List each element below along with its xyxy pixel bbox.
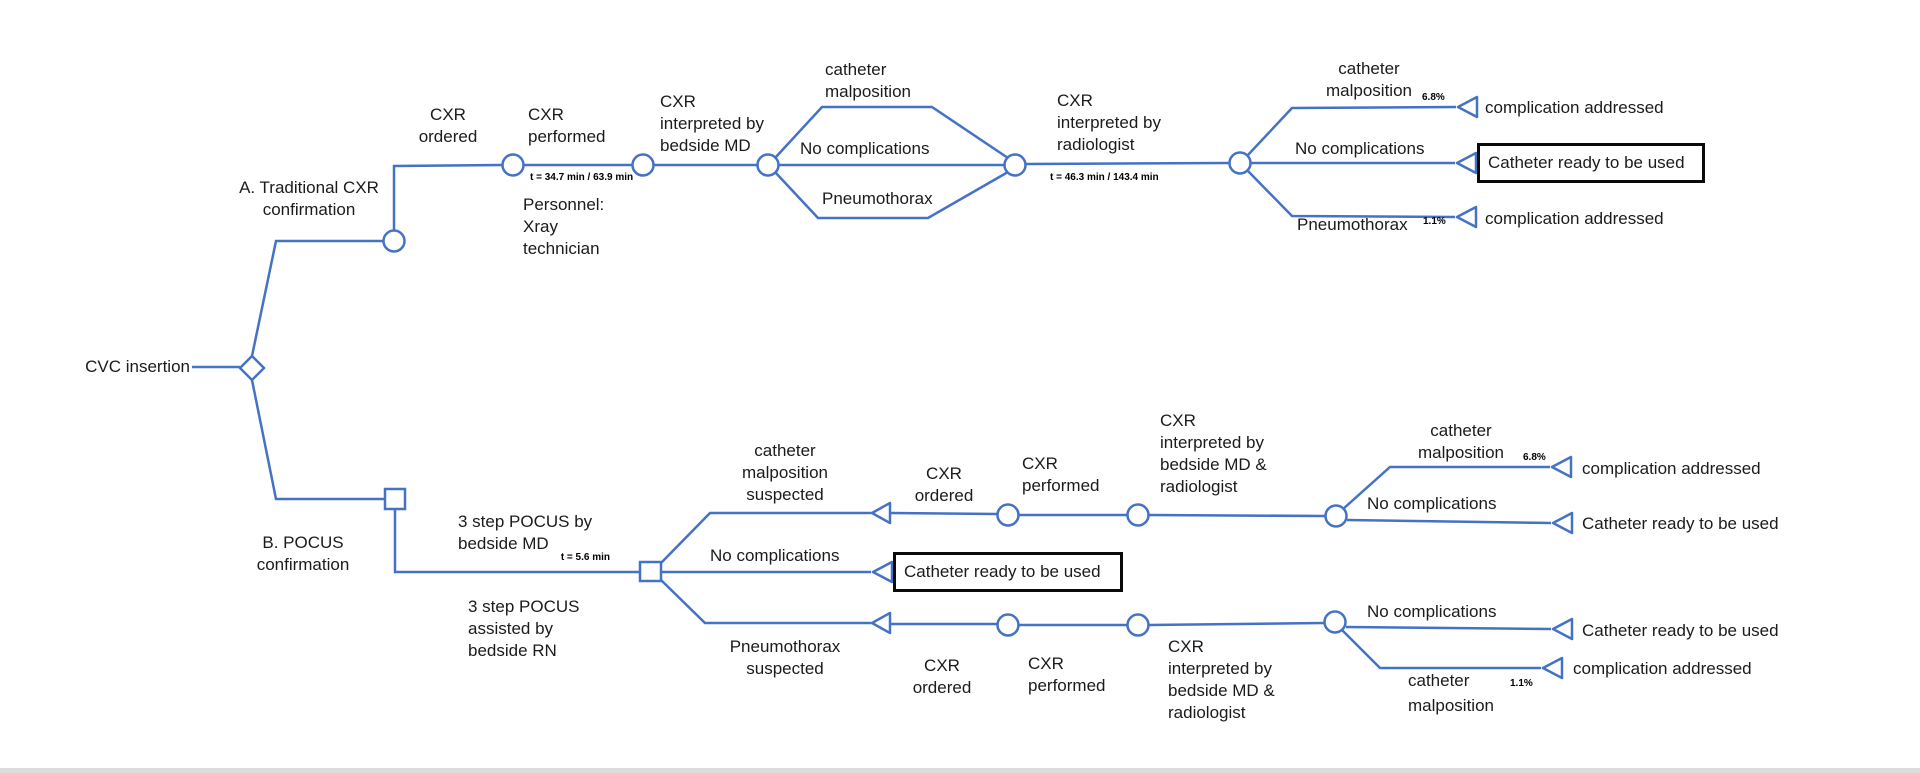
terminal-label-complication-addressed-a1: complication addressed bbox=[1485, 98, 1664, 117]
edge-b-malp11 bbox=[1341, 629, 1541, 670]
edge-a-malposition bbox=[1246, 105, 1457, 157]
label-cxr-ordered-b1: CXR ordered bbox=[914, 464, 974, 505]
label-cxr-performed-b2: CXR performed bbox=[1028, 654, 1106, 695]
edge-b-malp68 bbox=[1342, 465, 1550, 510]
terminal-triangle-a1 bbox=[1456, 95, 1479, 119]
time-annotation-pocus: t = 5.6 min bbox=[560, 552, 610, 563]
label-pneumothorax-a: Pneumothorax bbox=[822, 189, 933, 208]
branch-b-title: B. POCUS confirmation bbox=[256, 533, 350, 574]
label-catheter-malposition-b11: catheter malposition bbox=[1408, 671, 1494, 715]
edge-b-ready1 bbox=[1346, 518, 1552, 525]
terminal-label-complication-addressed-b1: complication addressed bbox=[1582, 459, 1761, 478]
label-interpreted-radiologist: CXR interpreted by radiologist bbox=[1057, 91, 1161, 154]
outcome-box-catheter-ready-b: Catheter ready to be used bbox=[893, 552, 1123, 592]
label-cxr-performed-a: CXR performed bbox=[528, 105, 606, 146]
terminal-triangle-b-malp bbox=[870, 501, 892, 525]
chance-node-cxr-performed bbox=[631, 153, 655, 177]
chance-node-b-ordered2 bbox=[996, 613, 1020, 637]
chance-node-cxr-ordered bbox=[501, 153, 525, 177]
edge-lens-bottom bbox=[774, 170, 1009, 220]
probability-malposition-b2: 1.1% bbox=[1510, 678, 1533, 689]
label-catheter-malposition-a: catheter malposition bbox=[825, 60, 911, 101]
label-pocus-by-rn: 3 step POCUS assisted by bedside RN bbox=[468, 597, 580, 660]
label-pneumothorax-suspected: Pneumothorax suspected bbox=[729, 637, 841, 678]
label-cxr-performed-b1: CXR performed bbox=[1022, 454, 1100, 495]
terminal-label-complication-addressed-b2: complication addressed bbox=[1573, 659, 1752, 678]
label-no-complications-b2: No complications bbox=[1367, 494, 1497, 513]
edge-lens-top bbox=[774, 105, 1009, 160]
edge-a3 bbox=[1025, 161, 1230, 166]
chance-node-b-performed1 bbox=[1126, 503, 1150, 527]
probability-pneumothorax-a: 1.1% bbox=[1423, 216, 1446, 227]
chance-node-b-performed2 bbox=[1126, 613, 1150, 637]
terminal-triangle-b1 bbox=[1550, 455, 1573, 479]
chance-node-radiologist bbox=[1228, 151, 1252, 175]
edge-a-pneumo bbox=[1246, 169, 1456, 219]
probability-malposition-a: 6.8% bbox=[1422, 92, 1445, 103]
terminal-triangle-b-box bbox=[871, 560, 894, 584]
terminal-triangle-b3 bbox=[1551, 617, 1574, 641]
edge-b1 bbox=[889, 511, 998, 516]
edge-b6 bbox=[1148, 621, 1325, 627]
decision-node-diamond bbox=[238, 354, 266, 382]
terminal-triangle-b4 bbox=[1541, 656, 1564, 680]
label-catheter-malposition-b68: catheter malposition bbox=[1418, 421, 1504, 462]
edge-a-up bbox=[392, 163, 503, 230]
chance-node-b-ordered1 bbox=[996, 503, 1020, 527]
edge-b3 bbox=[1148, 513, 1326, 518]
square-node-pocus2 bbox=[638, 560, 663, 583]
edge-b-ready2 bbox=[1345, 625, 1552, 631]
time-annotation-cxr: t = 34.7 min / 63.9 min bbox=[530, 172, 634, 183]
edge-b-pneumo-susp bbox=[660, 579, 871, 625]
chance-node-bedside-md bbox=[756, 153, 780, 177]
terminal-label-catheter-ready-b2: Catheter ready to be used bbox=[1582, 621, 1779, 640]
edge-b-down bbox=[393, 509, 639, 574]
label-catheter-malposition-a2: catheter malposition bbox=[1326, 59, 1412, 100]
label-cxr-ordered-a: CXR ordered bbox=[418, 105, 478, 146]
label-pneumothorax-a2: Pneumothorax bbox=[1297, 215, 1408, 234]
label-interpreted-md-radiologist-1: CXR interpreted by bedside MD & radiolog… bbox=[1160, 411, 1267, 496]
square-node-pocus bbox=[383, 487, 407, 511]
terminal-label-complication-addressed-a2: complication addressed bbox=[1485, 209, 1664, 228]
time-annotation-radiologist: t = 46.3 min / 143.4 min bbox=[1050, 172, 1159, 183]
chance-node-converge bbox=[1003, 153, 1027, 177]
branch-a-title: A. Traditional CXR confirmation bbox=[239, 178, 379, 219]
edge-branch-b bbox=[250, 379, 384, 501]
label-interpreted-bedside-md: CXR interpreted by bedside MD bbox=[660, 92, 764, 155]
edge-b-malp-susp bbox=[660, 511, 871, 564]
label-no-complications-b1: No complications bbox=[710, 546, 840, 565]
terminal-label-catheter-ready-b1: Catheter ready to be used bbox=[1582, 514, 1779, 533]
chance-node-b-interp1 bbox=[1324, 504, 1348, 528]
chance-node-b-interp2 bbox=[1323, 610, 1347, 634]
label-no-complications-a: No complications bbox=[800, 139, 930, 158]
terminal-triangle-b2 bbox=[1551, 511, 1574, 535]
terminal-triangle-a2 bbox=[1455, 151, 1478, 175]
label-cxr-ordered-b2: CXR ordered bbox=[912, 656, 972, 697]
label-interpreted-md-radiologist-2: CXR interpreted by bedside MD & radiolog… bbox=[1168, 637, 1275, 722]
edge-branch-a bbox=[250, 239, 383, 357]
terminal-triangle-a3 bbox=[1455, 205, 1478, 229]
outcome-box-catheter-ready-a: Catheter ready to be used bbox=[1477, 143, 1705, 183]
label-no-complications-a2: No complications bbox=[1295, 139, 1425, 158]
label-personnel: Personnel: Xray technician bbox=[523, 195, 605, 258]
label-no-complications-b3: No complications bbox=[1367, 602, 1497, 621]
label-pocus-by-md: 3 step POCUS by bedside MD bbox=[458, 512, 593, 553]
probability-malposition-b: 6.8% bbox=[1523, 452, 1546, 463]
label-catheter-malposition-suspected: catheter malposition suspected bbox=[742, 441, 828, 504]
chance-node-a0 bbox=[382, 229, 406, 253]
root-label: CVC insertion bbox=[85, 357, 190, 376]
terminal-triangle-b-pneumo bbox=[870, 611, 892, 635]
bottom-border bbox=[0, 768, 1920, 773]
